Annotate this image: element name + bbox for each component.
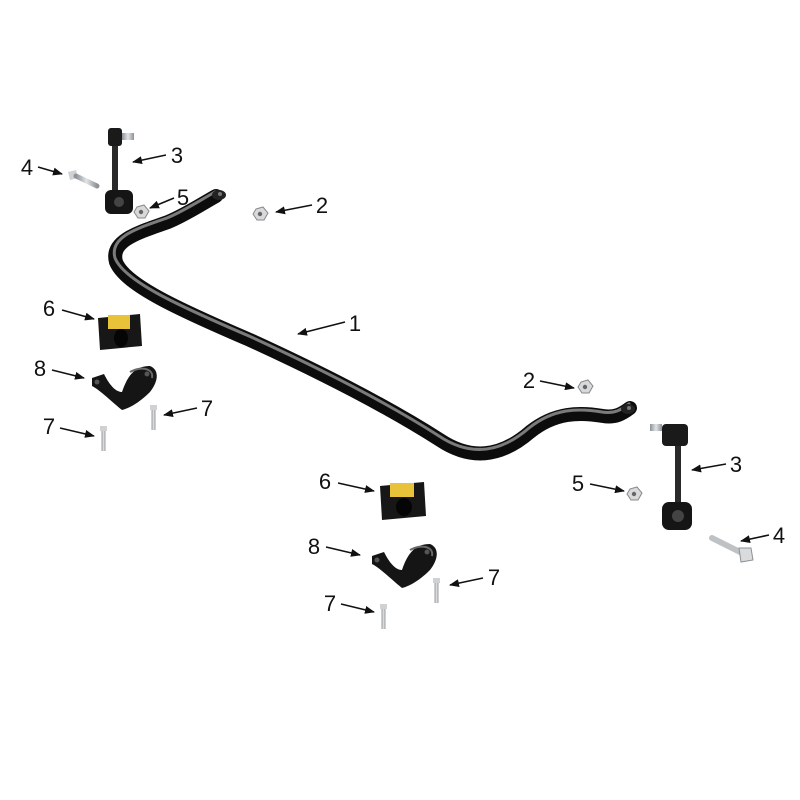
- bushing-icon: [380, 482, 426, 520]
- callout-arrow: [449, 577, 484, 588]
- callout-label: 4: [773, 523, 785, 548]
- callout-arrow: [337, 482, 375, 493]
- callout-arrow: [61, 309, 95, 321]
- callout-arrow: [740, 534, 770, 544]
- callout-arrow: [163, 407, 198, 418]
- callout-arrow: [275, 204, 313, 215]
- callout-arrow: [149, 197, 175, 209]
- callout-arrow: [691, 463, 727, 473]
- callout-label: 6: [43, 296, 55, 321]
- nut-icon: [252, 206, 269, 221]
- end-link-icon: [650, 424, 692, 530]
- bolt-icon: [380, 604, 387, 629]
- callout-labels: 1 2 2 3 3 4 4 5 5 6 6 7 7 7 7 8 8: [21, 143, 785, 616]
- nut-icon: [626, 486, 643, 501]
- bolt-icon: [68, 170, 100, 189]
- callout-label: 5: [177, 185, 189, 210]
- callout-label: 1: [349, 311, 361, 336]
- callout-arrow: [297, 321, 346, 336]
- callout-label: 5: [572, 471, 584, 496]
- bushing-icon: [98, 314, 142, 350]
- bolt-icon: [433, 578, 440, 603]
- callout-arrow: [51, 369, 85, 380]
- callout-label: 3: [730, 452, 742, 477]
- callout-arrow: [132, 154, 167, 165]
- callout-arrow: [37, 166, 63, 176]
- bolt-icon: [100, 426, 107, 451]
- bracket-icon: [372, 544, 437, 588]
- callout-arrow: [539, 380, 575, 391]
- sway-bar-icon: [108, 189, 637, 461]
- callout-label: 2: [316, 193, 328, 218]
- callout-label: 7: [324, 591, 336, 616]
- callout-label: 7: [488, 565, 500, 590]
- bracket-icon: [92, 366, 157, 410]
- callout-label: 3: [171, 143, 183, 168]
- bolt-icon: [709, 535, 754, 563]
- callout-label: 7: [43, 414, 55, 439]
- callout-arrow: [325, 546, 361, 557]
- callout-arrows: [37, 154, 770, 614]
- callout-label: 2: [523, 368, 535, 393]
- callout-label: 8: [34, 356, 46, 381]
- callout-arrow: [340, 603, 375, 614]
- callout-label: 6: [319, 469, 331, 494]
- callout-arrow: [589, 483, 625, 494]
- callout-label: 7: [201, 396, 213, 421]
- callout-arrow: [59, 427, 95, 438]
- callout-label: 8: [308, 534, 320, 559]
- end-link-icon: [105, 128, 134, 214]
- nut-icon: [133, 204, 150, 219]
- callout-label: 4: [21, 155, 33, 180]
- bolt-icon: [150, 405, 157, 430]
- nut-icon: [577, 379, 594, 394]
